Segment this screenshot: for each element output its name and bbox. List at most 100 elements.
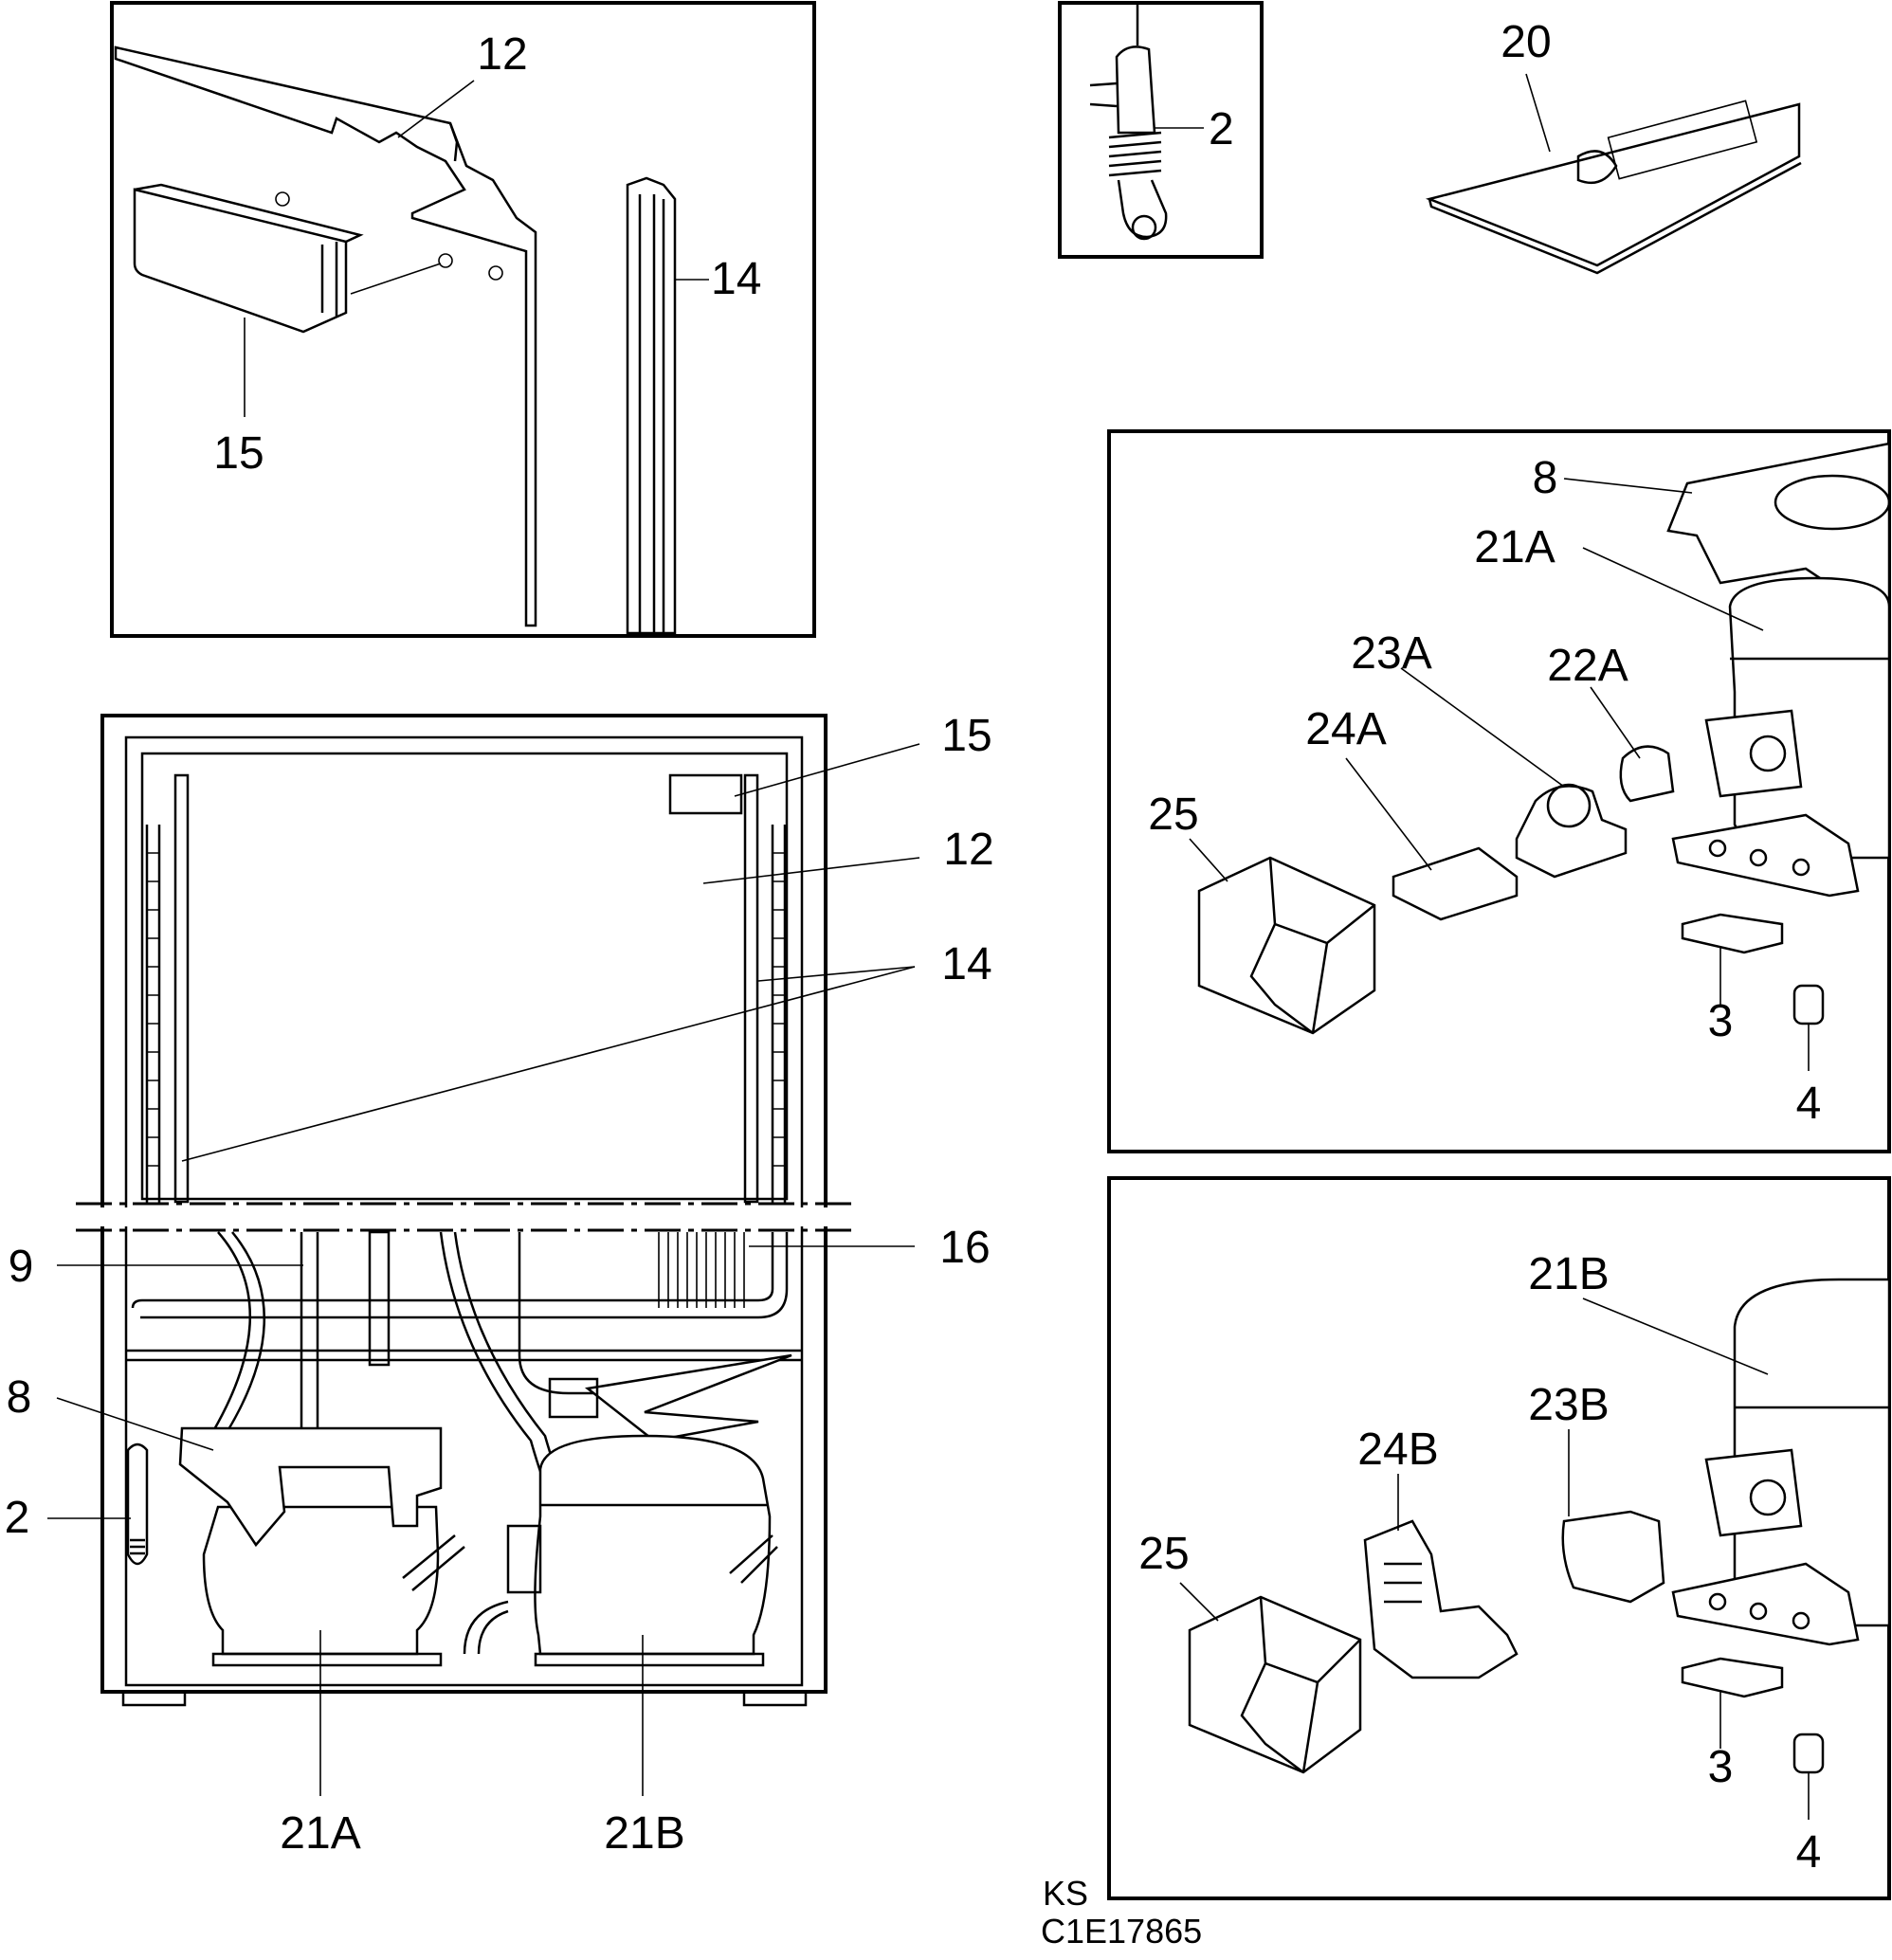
leader-14-main-b bbox=[181, 966, 916, 1162]
bulb-spring bbox=[1108, 131, 1162, 177]
compressor-b-main bbox=[534, 1434, 772, 1656]
cable-bundle bbox=[463, 1600, 509, 1655]
capillary-1 bbox=[211, 1231, 251, 1432]
label-grommet-a: 4 bbox=[1796, 1079, 1822, 1129]
terminal-b-pin bbox=[1749, 1479, 1787, 1516]
leader-manual bbox=[1525, 73, 1551, 153]
door-catch-slot bbox=[320, 242, 338, 318]
label-plate-b: 3 bbox=[1708, 1742, 1734, 1792]
compressor-a-pipe bbox=[402, 1534, 465, 1591]
label-gasket-main: 14 bbox=[941, 939, 991, 989]
condenser-right bbox=[771, 825, 787, 1204]
fridge-liner bbox=[140, 752, 789, 1201]
leader-22a bbox=[1590, 686, 1641, 759]
label-door-panel: 12 bbox=[477, 29, 527, 80]
leader-12 bbox=[397, 80, 475, 138]
label-bulb-detail: 2 bbox=[1209, 104, 1234, 154]
fridge-rear-panel: 15 12 14 9 16 8 2 21A 21B bbox=[5, 711, 994, 1859]
label-manual: 20 bbox=[1501, 17, 1551, 67]
tray-a-cup bbox=[1774, 474, 1891, 531]
leader-12-main bbox=[702, 857, 920, 884]
manual-inset bbox=[1607, 100, 1758, 180]
relay-b bbox=[1561, 1510, 1665, 1604]
pipe-horizontal bbox=[131, 1232, 774, 1309]
leader-15-main bbox=[734, 743, 920, 797]
bulb-main-spring bbox=[130, 1538, 145, 1555]
leader-14-main-a bbox=[757, 966, 916, 982]
door-detail-frame bbox=[110, 1, 816, 638]
condenser-left bbox=[145, 825, 161, 1204]
label-pipe-main: 9 bbox=[9, 1242, 34, 1292]
leader-25a bbox=[1189, 838, 1228, 882]
bulb-detail-frame bbox=[1058, 1, 1264, 259]
label-compressor-b-main: 21B bbox=[604, 1808, 684, 1859]
label-clip-a: 24A bbox=[1305, 704, 1386, 754]
clip-a bbox=[1392, 846, 1519, 921]
foot-right bbox=[742, 1690, 808, 1707]
leader-21a bbox=[1582, 547, 1764, 631]
gasket-right bbox=[743, 773, 759, 1204]
label-catch-main: 15 bbox=[941, 711, 991, 761]
compressor-a-panel: 8 21A 23A 22A 24A 25 3 4 bbox=[1107, 429, 1891, 1153]
leader-8a bbox=[1563, 478, 1693, 494]
relay-a bbox=[1515, 785, 1628, 879]
label-tray-a: 8 bbox=[1533, 453, 1558, 503]
cover-b bbox=[1188, 1595, 1362, 1774]
cover-b-edges bbox=[1240, 1596, 1361, 1773]
foot-hole bbox=[1792, 1611, 1810, 1630]
label-compressor-b: 21B bbox=[1528, 1249, 1609, 1299]
label-condenser: 16 bbox=[939, 1223, 990, 1273]
grommet-b bbox=[1792, 1733, 1825, 1774]
bulb-loop bbox=[1131, 214, 1157, 241]
condenser-16 bbox=[658, 1232, 745, 1308]
base-b bbox=[534, 1652, 765, 1667]
capillary-2 bbox=[226, 1231, 265, 1432]
label-compressor-a: 21A bbox=[1474, 522, 1555, 572]
bulb-body bbox=[1115, 45, 1156, 135]
terminal-b bbox=[1704, 1448, 1803, 1537]
label-grommet-b: 4 bbox=[1796, 1827, 1822, 1878]
leader-24a bbox=[1345, 757, 1432, 871]
foot-left bbox=[121, 1690, 187, 1707]
door-catch-leader bbox=[350, 263, 442, 295]
compressor-b-panel: 21B 23B 24B 25 3 4 bbox=[1107, 1176, 1891, 1900]
leader-23a bbox=[1400, 667, 1565, 788]
terminal-a bbox=[1704, 709, 1803, 798]
door-hole bbox=[275, 191, 290, 207]
catch-main bbox=[668, 773, 743, 815]
terminal-block bbox=[506, 1524, 542, 1594]
manual-illustration bbox=[1576, 150, 1618, 185]
door-catch bbox=[133, 188, 348, 334]
base-a bbox=[211, 1652, 443, 1667]
relay-a-ring bbox=[1546, 783, 1592, 828]
label-panel-main: 12 bbox=[943, 825, 993, 875]
label-relay-b: 23B bbox=[1528, 1380, 1609, 1430]
grommet-a bbox=[1792, 984, 1825, 1025]
label-overload-a: 22A bbox=[1547, 641, 1628, 691]
door-catch-top bbox=[134, 183, 364, 244]
pipe-mid bbox=[518, 1232, 607, 1395]
pipe-horizontal-2 bbox=[140, 1232, 789, 1319]
label-tray-main: 8 bbox=[7, 1372, 32, 1423]
manual-item: 20 bbox=[1425, 17, 1802, 275]
connector-fitting bbox=[584, 1353, 792, 1443]
clip-b bbox=[1363, 1519, 1519, 1679]
drain-tube bbox=[368, 1230, 391, 1367]
drip-tray-main bbox=[178, 1426, 443, 1548]
foot-hole bbox=[1749, 848, 1768, 867]
door-hole bbox=[488, 265, 503, 281]
label-plate-a: 3 bbox=[1708, 996, 1734, 1046]
label-bulb-main: 2 bbox=[5, 1493, 30, 1543]
gasket-left bbox=[173, 773, 190, 1204]
terminal-a-pin bbox=[1749, 735, 1787, 772]
leader-21b bbox=[1582, 1298, 1769, 1375]
cover-a bbox=[1197, 856, 1376, 1035]
manual-pages bbox=[1428, 161, 1802, 275]
bulb-main bbox=[126, 1443, 149, 1566]
footer-drawing-code: C1E17865 bbox=[1041, 1912, 1202, 1951]
clip-b-slots bbox=[1384, 1562, 1422, 1604]
leader-25b bbox=[1179, 1582, 1219, 1622]
leader-8-main bbox=[56, 1397, 214, 1451]
